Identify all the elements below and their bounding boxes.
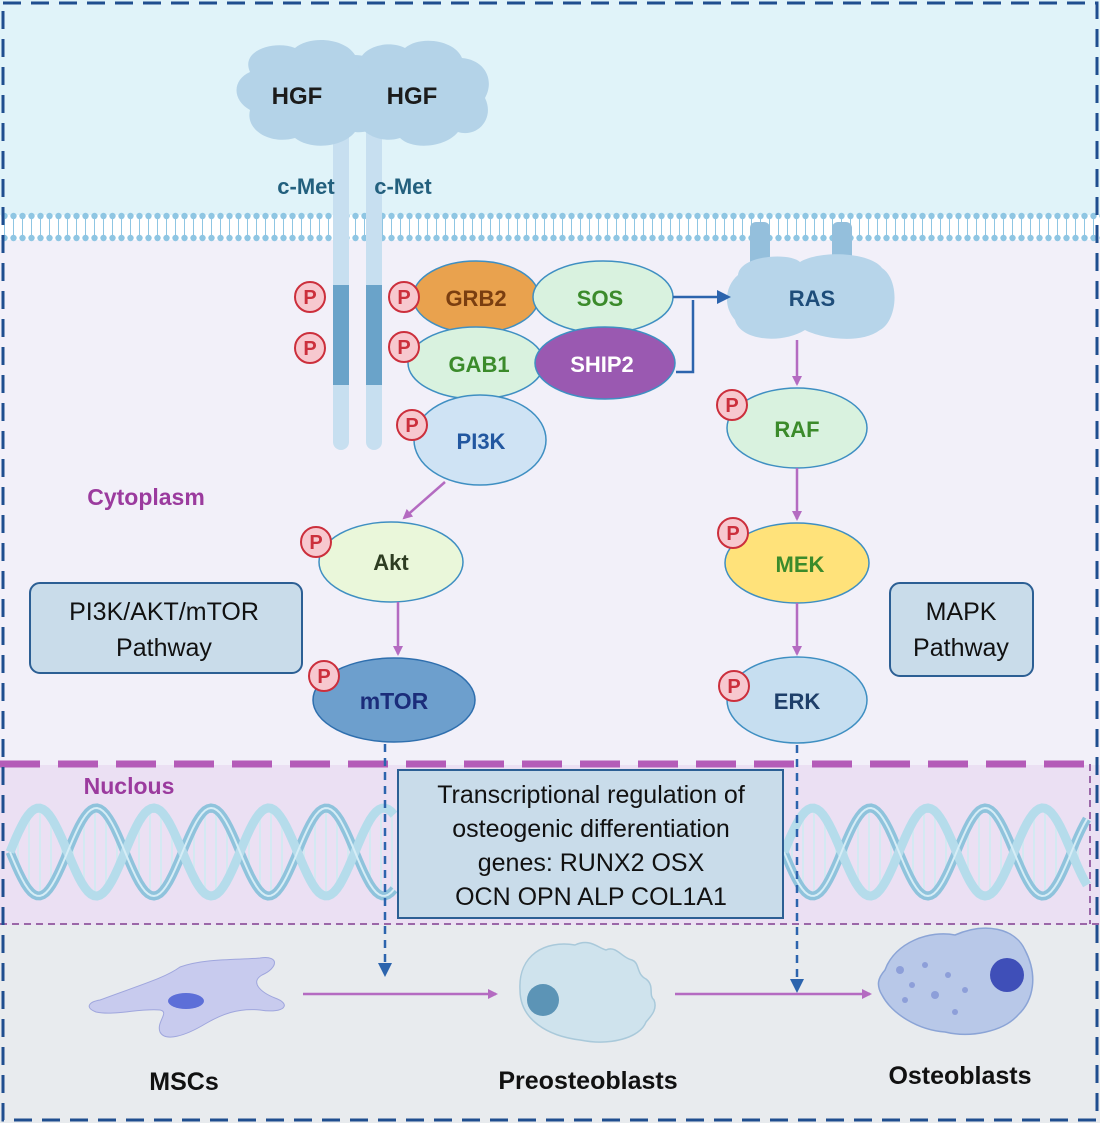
phospho-label: P	[405, 415, 418, 437]
raf-protein: RAF	[726, 387, 868, 469]
dna-strand-highlight	[783, 806, 1088, 898]
cytoplasm-label: Cytoplasm	[87, 484, 205, 510]
phospho-badge-raf: P	[716, 389, 748, 421]
c-met-receptor-left	[333, 115, 349, 450]
osteoblast-cell	[877, 927, 1034, 1035]
nucleus-label: Nuclous	[84, 773, 175, 799]
phospho-badge-mtor: P	[308, 660, 340, 692]
hgf-label-right: HGF	[387, 83, 438, 110]
grb2-protein: GRB2	[412, 260, 540, 334]
phospho-badge-erk: P	[718, 670, 750, 702]
msc-label: MSCs	[149, 1068, 218, 1096]
sos-label: SOS	[577, 286, 623, 311]
pi3k-protein: PI3K	[413, 394, 547, 486]
hgf-ligand-right: HGF	[346, 40, 489, 146]
ship2-label: SHIP2	[570, 352, 634, 377]
mapk-pathway-line-2: Pathway	[913, 634, 1009, 662]
cell-membrane	[0, 212, 1100, 242]
dna-strand	[5, 803, 398, 901]
erk-label: ERK	[774, 689, 821, 714]
phospho-label: P	[303, 287, 316, 309]
ship2-protein: SHIP2	[534, 326, 676, 400]
transcription-line-3: genes: RUNX2 OSX	[478, 849, 705, 877]
phospho-label: P	[397, 287, 410, 309]
gab1-label: GAB1	[448, 352, 509, 377]
akt-label: Akt	[373, 550, 409, 575]
arrow-ship2-to-ras	[676, 300, 695, 374]
transcription-box: Transcriptional regulation of osteogenic…	[397, 769, 784, 919]
phospho-badge-mek: P	[717, 517, 749, 549]
pi3k-pathway-line-2: Pathway	[116, 634, 212, 662]
phospho-badge-pi3k: P	[396, 409, 428, 441]
mapk-pathway-line-1: MAPK	[926, 598, 997, 626]
msc-cell	[88, 957, 285, 1038]
raf-label: RAF	[774, 417, 819, 442]
dna-strand	[779, 803, 1091, 901]
dna-helix	[5, 803, 1091, 901]
phospho-label: P	[727, 676, 740, 698]
mtor-label: mTOR	[360, 688, 429, 714]
erk-protein: ERK	[726, 656, 868, 744]
phospho-badge-receptor-1: P	[294, 281, 326, 313]
phospho-badges: P P P P P P P P P P	[294, 281, 750, 702]
phospho-label: P	[397, 337, 410, 359]
mtor-protein: mTOR	[312, 657, 476, 743]
hgf-ligand-left: HGF	[236, 39, 385, 146]
cytoplasm-region	[0, 240, 1100, 765]
mek-protein: MEK	[724, 522, 870, 604]
preosteoblast-label: Preosteoblasts	[498, 1067, 677, 1095]
preosteoblast-cell	[519, 941, 656, 1043]
pi3k-pathway-line-1: PI3K/AKT/mTOR	[69, 598, 259, 626]
phospho-label: P	[726, 523, 739, 545]
phospho-badge-receptor-2: P	[294, 332, 326, 364]
akt-protein: Akt	[318, 521, 464, 603]
hgf-label-left: HGF	[272, 83, 323, 110]
c-met-receptor-right	[366, 115, 382, 450]
phospho-label: P	[309, 532, 322, 554]
extracellular-region	[0, 0, 1100, 215]
phospho-label: P	[317, 666, 330, 688]
phospho-label: P	[303, 338, 316, 360]
phospho-badge-akt: P	[300, 526, 332, 558]
mapk-pathway-box: MAPK Pathway	[889, 582, 1034, 677]
phospho-label: P	[725, 395, 738, 417]
transcription-line-2: osteogenic differentiation	[452, 815, 730, 843]
transcription-line-4: OCN OPN ALP COL1A1	[455, 883, 727, 911]
transcription-line-1: Transcriptional regulation of	[437, 781, 745, 809]
arrow-pi3k-to-akt	[402, 481, 446, 520]
osteoblast-label: Osteoblasts	[888, 1062, 1031, 1090]
grb2-label: GRB2	[445, 286, 506, 311]
sos-protein: SOS	[532, 260, 674, 334]
c-met-label-left: c-Met	[277, 174, 335, 199]
ras-protein: RAS	[726, 222, 895, 339]
phospho-badge-grb2: P	[388, 281, 420, 313]
pi3k-akt-mtor-pathway-box: PI3K/AKT/mTOR Pathway	[29, 582, 303, 674]
gab1-protein: GAB1	[407, 326, 545, 400]
pi3k-label: PI3K	[457, 429, 506, 454]
c-met-label-right: c-Met	[374, 174, 432, 199]
ras-label: RAS	[789, 286, 835, 311]
dna-strand-highlight	[9, 806, 395, 898]
mek-label: MEK	[776, 552, 825, 577]
phospho-badge-gab1: P	[388, 331, 420, 363]
